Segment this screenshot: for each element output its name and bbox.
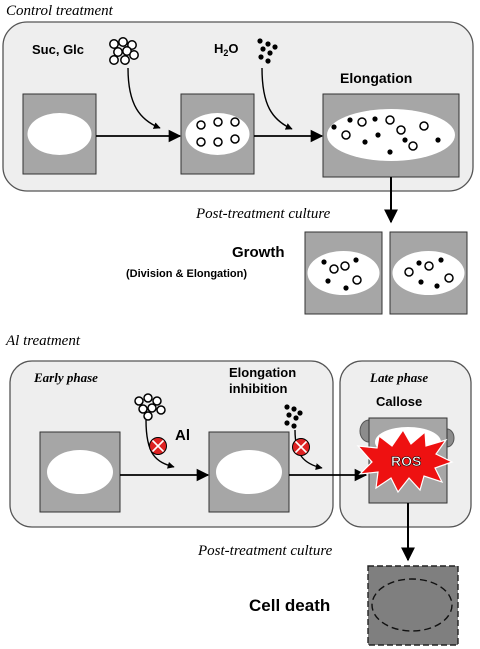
- sugar-label: Suc, Glc: [32, 42, 84, 57]
- growth-title: Growth: [232, 244, 285, 261]
- control-title: Control treatment: [6, 3, 114, 19]
- water-uptake-arrow: [261, 67, 293, 130]
- control-cell-3-water: [331, 116, 441, 155]
- inhibition-label-line1: Elongation: [229, 365, 296, 380]
- growth-subtitle: (Division & Elongation): [126, 268, 247, 280]
- sugar-uptake-arrow: [127, 67, 161, 129]
- control-cell-3-sugars: [341, 115, 429, 151]
- dead-cell: [367, 565, 459, 646]
- water-label: H2O: [214, 41, 239, 58]
- water-molecules-icon: [257, 38, 278, 64]
- growth-cell-1-contents: [321, 257, 362, 291]
- early-phase-label: Early phase: [33, 370, 98, 385]
- al-title: Al treatment: [5, 333, 81, 349]
- post-culture-label-2: Post-treatment culture: [197, 543, 333, 559]
- ros-label: ROS: [391, 453, 421, 469]
- growth-cell-2-vacuole: [392, 251, 465, 295]
- al-water-molecules-icon: [284, 404, 303, 429]
- water-inhibitor-icon: [292, 438, 310, 456]
- growth-cell-2-contents: [404, 257, 454, 289]
- al-sugar-molecules-icon: [134, 393, 166, 421]
- elongation-label: Elongation: [340, 70, 412, 86]
- late-phase-label: Late phase: [369, 370, 428, 385]
- sugar-inhibitor-icon: [149, 437, 167, 455]
- control-cell-2-sugars: [196, 117, 240, 147]
- post-culture-label-1: Post-treatment culture: [195, 206, 331, 222]
- al-label: Al: [175, 427, 190, 444]
- al-cell-2-vacuole: [216, 450, 282, 494]
- al-water-uptake-arrow: [294, 429, 323, 471]
- al-sugar-uptake-arrow: [145, 419, 175, 469]
- sugar-molecules-icon: [109, 37, 139, 65]
- cell-death-label: Cell death: [249, 596, 330, 615]
- ros-burst-icon: [356, 428, 454, 494]
- callose-label: Callose: [376, 394, 422, 409]
- control-cell-1-vacuole: [27, 113, 92, 155]
- dead-cell-vacuole: [371, 578, 453, 632]
- inhibition-label-line2: inhibition: [229, 381, 288, 396]
- al-cell-1-vacuole: [47, 450, 113, 494]
